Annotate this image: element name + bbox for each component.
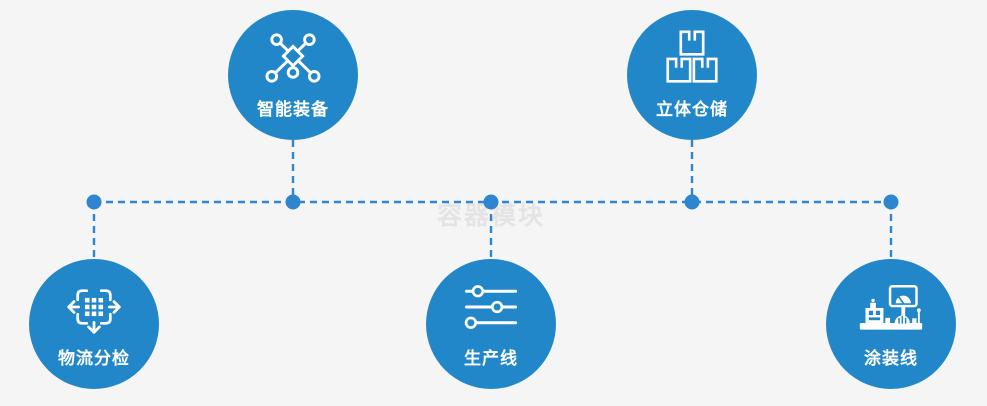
- node-smart-equipment: 智能装备: [228, 10, 358, 140]
- distribute-arrows-icon: [65, 279, 123, 335]
- junction-dot: [285, 194, 301, 210]
- junction-dot: [684, 194, 700, 210]
- node-label: 涂装线: [864, 349, 918, 369]
- node-warehouse: 立体仓储: [627, 10, 757, 140]
- node-logistics: 物流分检: [29, 259, 159, 389]
- stacked-boxes-icon: [662, 30, 722, 86]
- junction-dot: [86, 194, 102, 210]
- machine-monitor-icon: [857, 279, 925, 335]
- network-nodes-icon: [262, 30, 324, 86]
- node-label: 立体仓储: [656, 100, 728, 120]
- node-label: 智能装备: [257, 100, 329, 120]
- junction-dot: [483, 194, 499, 210]
- node-painting: 涂装线: [826, 259, 956, 389]
- junction-dot: [883, 194, 899, 210]
- node-label: 生产线: [464, 349, 518, 369]
- node-production: 生产线: [426, 259, 556, 389]
- sliders-icon: [463, 279, 519, 335]
- node-label: 物流分检: [58, 349, 130, 369]
